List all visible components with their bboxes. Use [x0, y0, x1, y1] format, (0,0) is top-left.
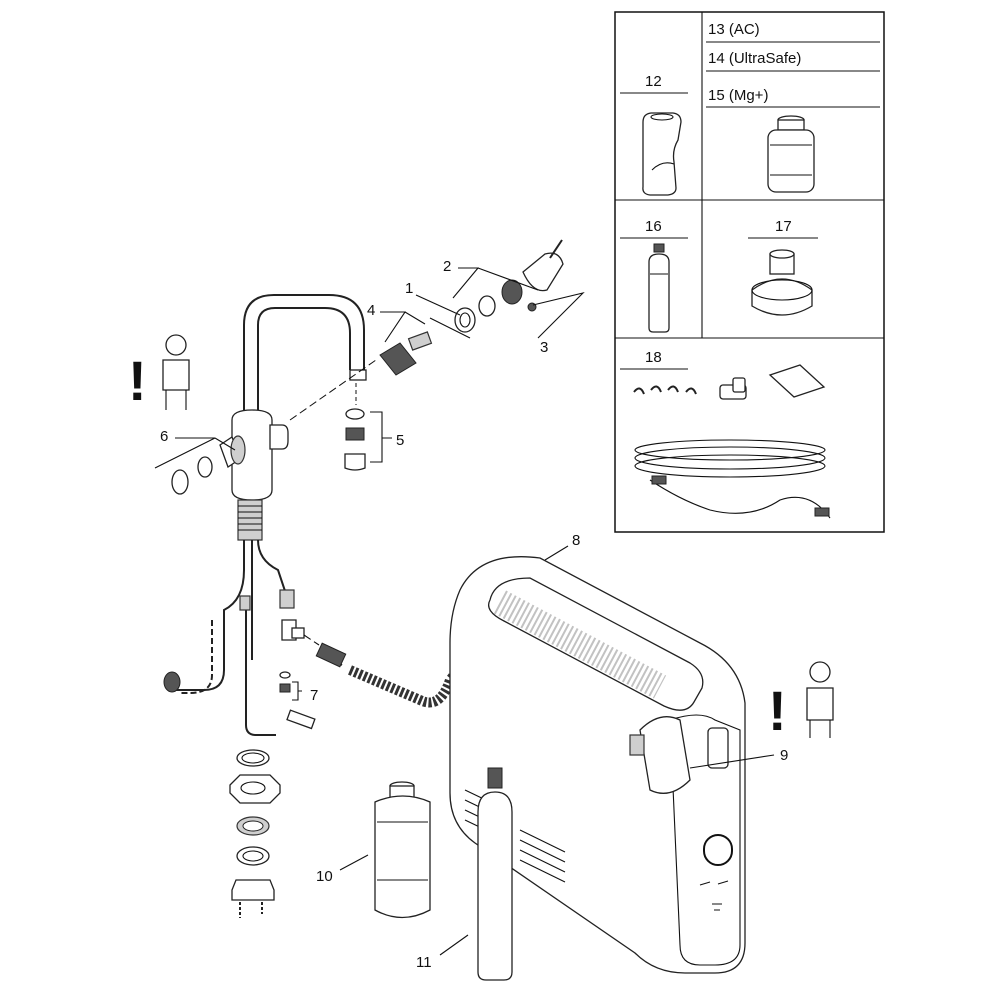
svg-text:!: !	[128, 349, 147, 412]
inset-label-12: 12	[645, 73, 662, 90]
faucet-body	[231, 294, 367, 541]
chiller-unit-8	[449, 556, 746, 974]
filter-13-15-icon	[767, 115, 815, 193]
callout-leaders	[154, 267, 775, 956]
co2-bottle-11	[477, 767, 513, 981]
callout-9: 9	[780, 747, 788, 764]
svg-text:!: !	[768, 679, 787, 742]
worker-warning-icon: !	[768, 661, 834, 742]
handle-assembly	[289, 239, 564, 421]
spare-parts-inset: 12 13 (AC) 14 (UltraSafe) 15 (Mg+) 16	[614, 11, 885, 533]
rings-6	[171, 435, 246, 495]
callout-4: 4	[367, 302, 375, 319]
supply-hoses	[163, 539, 462, 736]
aerator-5	[344, 383, 366, 471]
callout-11: 11	[416, 954, 432, 971]
inset-label-18: 18	[645, 349, 662, 366]
inset-label-15: 15 (Mg+)	[708, 87, 768, 104]
callout-6: 6	[160, 428, 168, 445]
filter-cartridge-10	[374, 781, 431, 919]
inset-label-17: 17	[775, 218, 792, 235]
inset-label-16: 16	[645, 218, 662, 235]
callout-3: 3	[540, 339, 548, 356]
mounting-kit	[229, 749, 281, 918]
callout-10: 10	[316, 868, 333, 885]
inset-label-14: 14 (UltraSafe)	[708, 50, 801, 67]
callout-7: 7	[310, 687, 318, 704]
filter-12-icon	[642, 112, 682, 196]
co2-bottle-16-icon	[648, 243, 670, 333]
inset-label-13: 13 (AC)	[708, 21, 760, 38]
callout-1: 1	[405, 280, 413, 297]
installation-kit-18-icon	[633, 364, 831, 519]
filter-head-17-icon	[751, 249, 813, 316]
callout-5: 5	[396, 432, 404, 449]
callout-2: 2	[443, 258, 451, 275]
worker-warning-icon: !	[128, 334, 190, 412]
callout-8: 8	[572, 532, 580, 549]
